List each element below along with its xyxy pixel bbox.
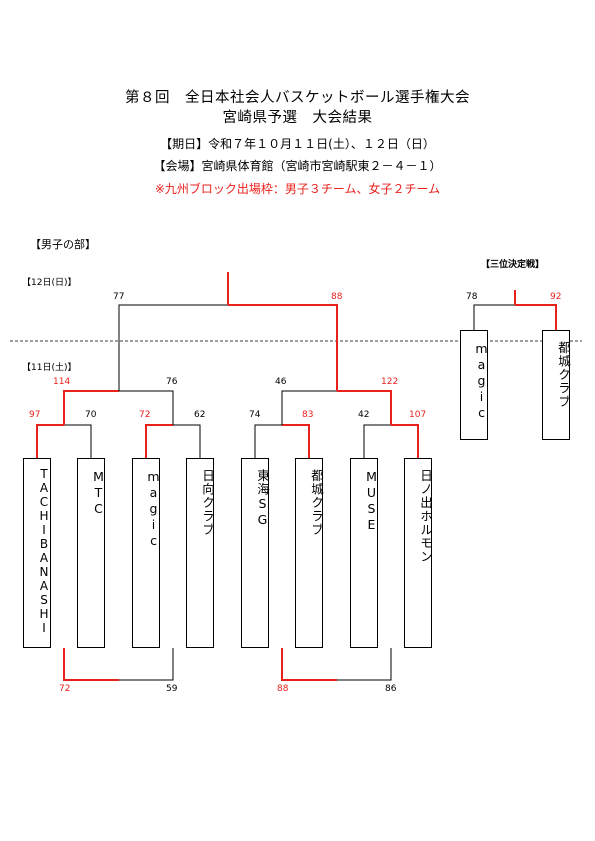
team-name: MTC xyxy=(91,469,106,517)
team-name: magic xyxy=(474,341,489,421)
team-box-tachibanashi: TACHIBANASHI xyxy=(23,458,51,648)
event-venue: 【会場】宮崎県体育館（宮崎市宮崎駅東２－４－１） xyxy=(153,159,442,173)
r1-win-miyakonojo xyxy=(282,424,310,458)
team-name: 東海SG xyxy=(255,469,270,528)
score-r1-hinode: 107 xyxy=(409,410,427,420)
event-period: 【期日】令和７年１０月１１日(土）、１２日（日） xyxy=(160,137,435,151)
team-box-muse: MUSE xyxy=(350,458,379,648)
r1-lose-mtc xyxy=(64,424,92,458)
third-lose xyxy=(473,304,515,330)
third-place-label: 【三位決定戦】 xyxy=(481,260,545,270)
team-box-tokai-sg: 東海SG xyxy=(241,458,270,648)
title-line-1: 第８回 全日本社会人バスケットボール選手権大会 xyxy=(125,90,470,106)
team-box-miyakonojo-club: 都城クラブ xyxy=(295,458,324,648)
r1-win-hinode xyxy=(391,424,419,458)
team-box-hinode-horumon: 日ノ出ホルモン xyxy=(404,458,433,648)
score-r2-right-win: 122 xyxy=(381,377,399,387)
title-line-2: 宮崎県予選 大会結果 xyxy=(222,110,373,126)
score-cons-right-win: 88 xyxy=(277,684,289,694)
team-name: 都城クラブ xyxy=(556,341,571,409)
day2-label: 【12日(日)】 xyxy=(22,278,77,288)
team-box-mtc: MTC xyxy=(77,458,106,648)
r1-win-tachibanashi xyxy=(36,424,64,458)
score-r2-left-win: 114 xyxy=(53,377,71,387)
team-name: 日ノ出ホルモン xyxy=(418,469,433,564)
final-win-right xyxy=(228,304,338,391)
section-label-men: 【男子の部】 xyxy=(30,238,96,251)
final-lose-left xyxy=(118,304,228,391)
score-final-right: 88 xyxy=(331,292,343,302)
r2-lose-left xyxy=(119,390,174,425)
r1-lose-hyuga xyxy=(173,424,201,458)
cons-win-left xyxy=(63,648,119,681)
score-r1-tokai: 74 xyxy=(249,410,261,420)
team-box-magic: magic xyxy=(132,458,161,648)
score-third-magic: 78 xyxy=(466,292,478,302)
r1-win-magic xyxy=(145,424,173,458)
score-third-miyakonojo: 92 xyxy=(550,292,562,302)
third-win xyxy=(515,304,557,330)
r2-win-left xyxy=(63,390,119,425)
team-box-hyuga-club: 日向クラブ xyxy=(186,458,215,648)
r2-win-right xyxy=(337,390,392,425)
score-cons-left-lose: 59 xyxy=(166,684,178,694)
score-final-left: 77 xyxy=(113,292,125,302)
third-box-miyakonojo-club: 都城クラブ xyxy=(542,330,571,440)
r1-lose-tokai xyxy=(254,424,282,458)
cons-lose-left xyxy=(119,648,174,681)
r1-lose-muse xyxy=(363,424,391,458)
r2-lose-right xyxy=(281,390,337,425)
score-r1-tachibanashi: 97 xyxy=(29,410,41,420)
team-name: 日向クラブ xyxy=(200,469,215,537)
score-r2-left-lose: 76 xyxy=(166,377,178,387)
third-box-magic: magic xyxy=(460,330,489,440)
team-name: magic xyxy=(146,469,161,549)
score-cons-left-win: 72 xyxy=(59,684,71,694)
team-name: 都城クラブ xyxy=(309,469,324,537)
team-name: MUSE xyxy=(364,469,379,533)
day1-label: 【11日(土)】 xyxy=(22,363,77,373)
score-r2-right-lose: 46 xyxy=(275,377,287,387)
score-cons-right-lose: 86 xyxy=(385,684,397,694)
score-r1-miyakonojo: 83 xyxy=(302,410,314,420)
team-name: TACHIBANASHI xyxy=(37,467,51,635)
score-r1-magic: 72 xyxy=(139,410,151,420)
cons-lose-right xyxy=(337,648,392,681)
score-r1-hyuga: 62 xyxy=(194,410,206,420)
score-r1-mtc: 70 xyxy=(85,410,97,420)
qualification-note: ※九州ブロック出場枠：男子３チーム、女子２チーム xyxy=(154,182,441,196)
score-r1-muse: 42 xyxy=(358,410,370,420)
cons-win-right xyxy=(281,648,337,681)
